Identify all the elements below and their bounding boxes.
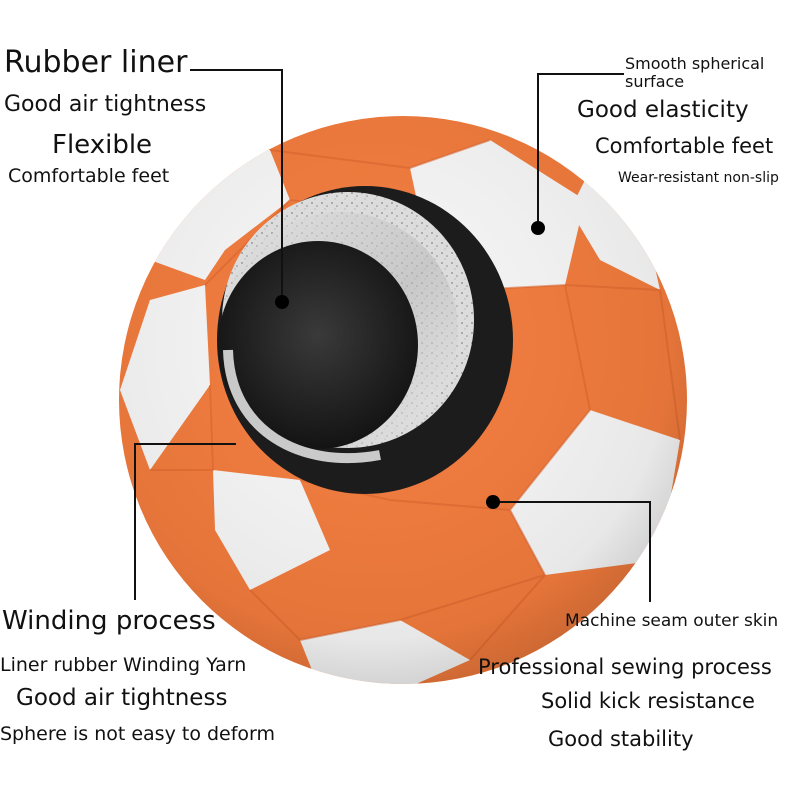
rubber-liner-feature: Good air tightness bbox=[4, 92, 207, 117]
machine-seam-feature: Professional sewing process bbox=[478, 655, 772, 679]
winding-process-feature: Sphere is not easy to deform bbox=[0, 723, 276, 745]
smooth-surface-title-cont: surface bbox=[625, 72, 685, 91]
leader-markers bbox=[275, 221, 545, 509]
rubber-bladder bbox=[218, 241, 418, 449]
winding-process-leader bbox=[134, 443, 236, 600]
machine-seam-feature: Good stability bbox=[548, 727, 694, 751]
winding-process-feature: Liner rubber Winding Yarn bbox=[0, 654, 247, 676]
smooth-surface-feature: Wear-resistant non-slip bbox=[618, 170, 779, 186]
rubber-liner-feature: Comfortable feet bbox=[8, 165, 170, 187]
yarn-edge-strand bbox=[223, 349, 381, 464]
inner-liner-cutaway bbox=[217, 186, 513, 494]
leader-lines bbox=[134, 69, 651, 602]
smooth-surface-feature: Comfortable feet bbox=[595, 134, 774, 158]
soccer-ball bbox=[119, 116, 687, 684]
smooth-surface-title: Smooth spherical bbox=[625, 54, 765, 73]
machine-seam-feature: Solid kick resistance bbox=[541, 689, 755, 713]
machine-seam-marker bbox=[486, 495, 500, 509]
winding-process-feature: Good air tightness bbox=[16, 685, 228, 711]
smooth-surface-marker bbox=[531, 221, 545, 235]
smooth-surface-leader bbox=[537, 73, 624, 228]
rubber-liner-marker bbox=[275, 295, 289, 309]
machine-seam-title: Machine seam outer skin bbox=[565, 611, 779, 631]
winding-process-title: Winding process bbox=[2, 606, 216, 636]
smooth-surface-feature: Good elasticity bbox=[577, 97, 749, 123]
rubber-liner-feature: Flexible bbox=[52, 130, 153, 160]
rubber-liner-title: Rubber liner bbox=[4, 45, 188, 80]
machine-seam-leader bbox=[493, 501, 651, 602]
rubber-liner-leader bbox=[190, 69, 283, 302]
